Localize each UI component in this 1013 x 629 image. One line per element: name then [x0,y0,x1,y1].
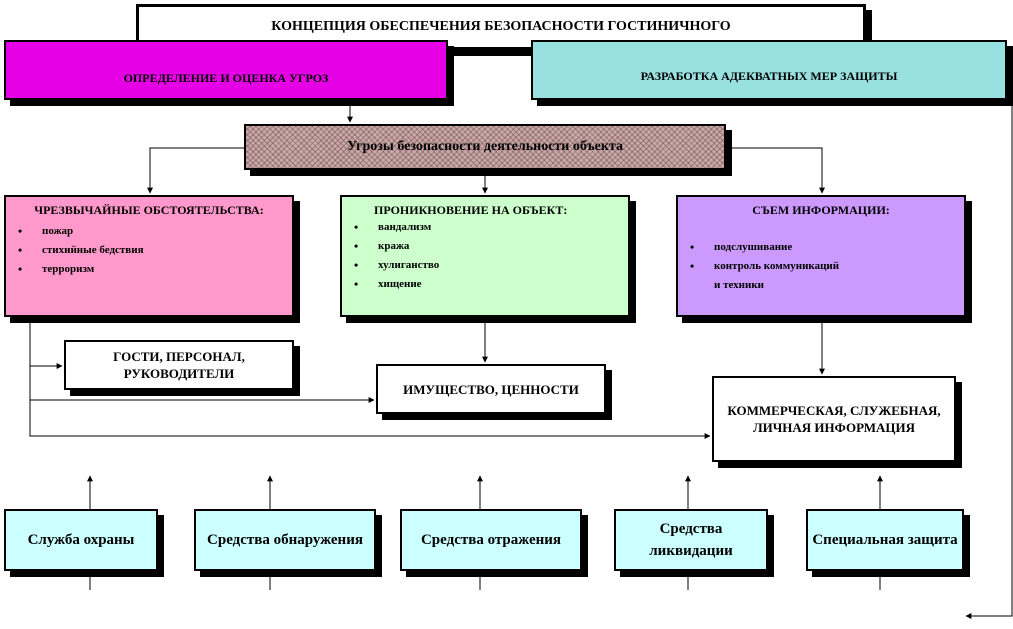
means-text: Средства отражения [420,532,562,548]
diagram-title: КОНЦЕПЦИЯ ОБЕСПЕЧЕНИЯ БЕЗОПАСНОСТИ ГОСТИ… [136,4,866,50]
title-text: КОНЦЕПЦИЯ ОБЕСПЕЧЕНИЯ БЕЗОПАСНОСТИ ГОСТИ… [271,19,731,34]
category-info-list: подслушивание контроль коммуникаций [686,238,956,276]
line-emergency-info [29,400,711,439]
list-item: стихийные бедствия [14,241,284,260]
protective-measures-text: РАЗРАБОТКА АДЕКВАТНЫХ МЕР ЗАЩИТЫ [640,69,898,83]
protective-measures-box: РАЗРАБОТКА АДЕКВАТНЫХ МЕР ЗАЩИТЫ [531,40,1007,100]
target-property: ИМУЩЕСТВО, ЦЕННОСТИ [376,364,606,414]
means-repelling: Средства отражения [400,509,582,571]
line-emergency-people [29,318,63,369]
category-emergency-title: ЧРЕЗВЫЧАЙНЫЕ ОБСТОЯТЕЛЬСТВА: [34,203,264,217]
line-central-left [147,147,244,194]
line-measures-outer [965,51,1013,619]
means-text: Служба охраны [27,532,135,548]
list-item-continuation: и техники [714,279,765,291]
category-info-title: СЪЕМ ИНФОРМАЦИИ: [752,203,890,217]
target-people-text: ГОСТИ, ПЕРСОНАЛ, РУКОВОДИТЕЛИ [113,349,245,381]
list-item: контроль коммуникаций [686,257,956,276]
means-text: Средства ликвидации [649,521,733,559]
list-item: кража [350,237,620,256]
category-emergency-list: пожар стихийные бедствия терроризм [14,222,284,279]
list-item: вандализм [350,218,620,237]
list-item: подслушивание [686,238,956,257]
category-info-theft: СЪЕМ ИНФОРМАЦИИ: подслушивание контроль … [676,195,966,317]
category-emergency: ЧРЕЗВЫЧАЙНЫЕ ОБСТОЯТЕЛЬСТВА: пожар стихи… [4,195,294,317]
list-item: пожар [14,222,284,241]
target-information-text: КОММЕРЧЕСКАЯ, СЛУЖЕБНАЯ, ЛИЧНАЯ ИНФОРМАЦ… [727,403,941,435]
line-central-right [726,147,825,194]
central-threats-box: Угрозы безопасности деятельности объекта [244,124,726,170]
list-item: хулиганство [350,256,620,275]
list-item: хищение [350,275,620,294]
category-intrusion: ПРОНИКНОВЕНИЕ НА ОБЪЕКТ: вандализм кража… [340,195,630,317]
threats-definition-text: ОПРЕДЕЛЕНИЕ И ОЦЕНКА УГРОЗ [123,71,329,85]
threats-definition-box: ОПРЕДЕЛЕНИЕ И ОЦЕНКА УГРОЗ [4,40,448,100]
means-special-protection: Специальная защита [806,509,964,571]
means-elimination: Средства ликвидации [614,509,768,571]
category-intrusion-title: ПРОНИКНОВЕНИЕ НА ОБЪЕКТ: [374,203,568,217]
target-property-text: ИМУЩЕСТВО, ЦЕННОСТИ [403,381,579,397]
list-item: терроризм [14,260,284,279]
means-text: Специальная защита [812,532,958,548]
central-threats-text: Угрозы безопасности деятельности объекта [347,139,623,154]
means-text: Средства обнаружения [207,532,363,548]
means-security-service: Служба охраны [4,509,158,571]
means-detection: Средства обнаружения [194,509,376,571]
target-information: КОММЕРЧЕСКАЯ, СЛУЖЕБНАЯ, ЛИЧНАЯ ИНФОРМАЦ… [712,376,956,462]
category-intrusion-list: вандализм кража хулиганство хищение [350,218,620,294]
target-people: ГОСТИ, ПЕРСОНАЛ, РУКОВОДИТЕЛИ [64,340,294,390]
